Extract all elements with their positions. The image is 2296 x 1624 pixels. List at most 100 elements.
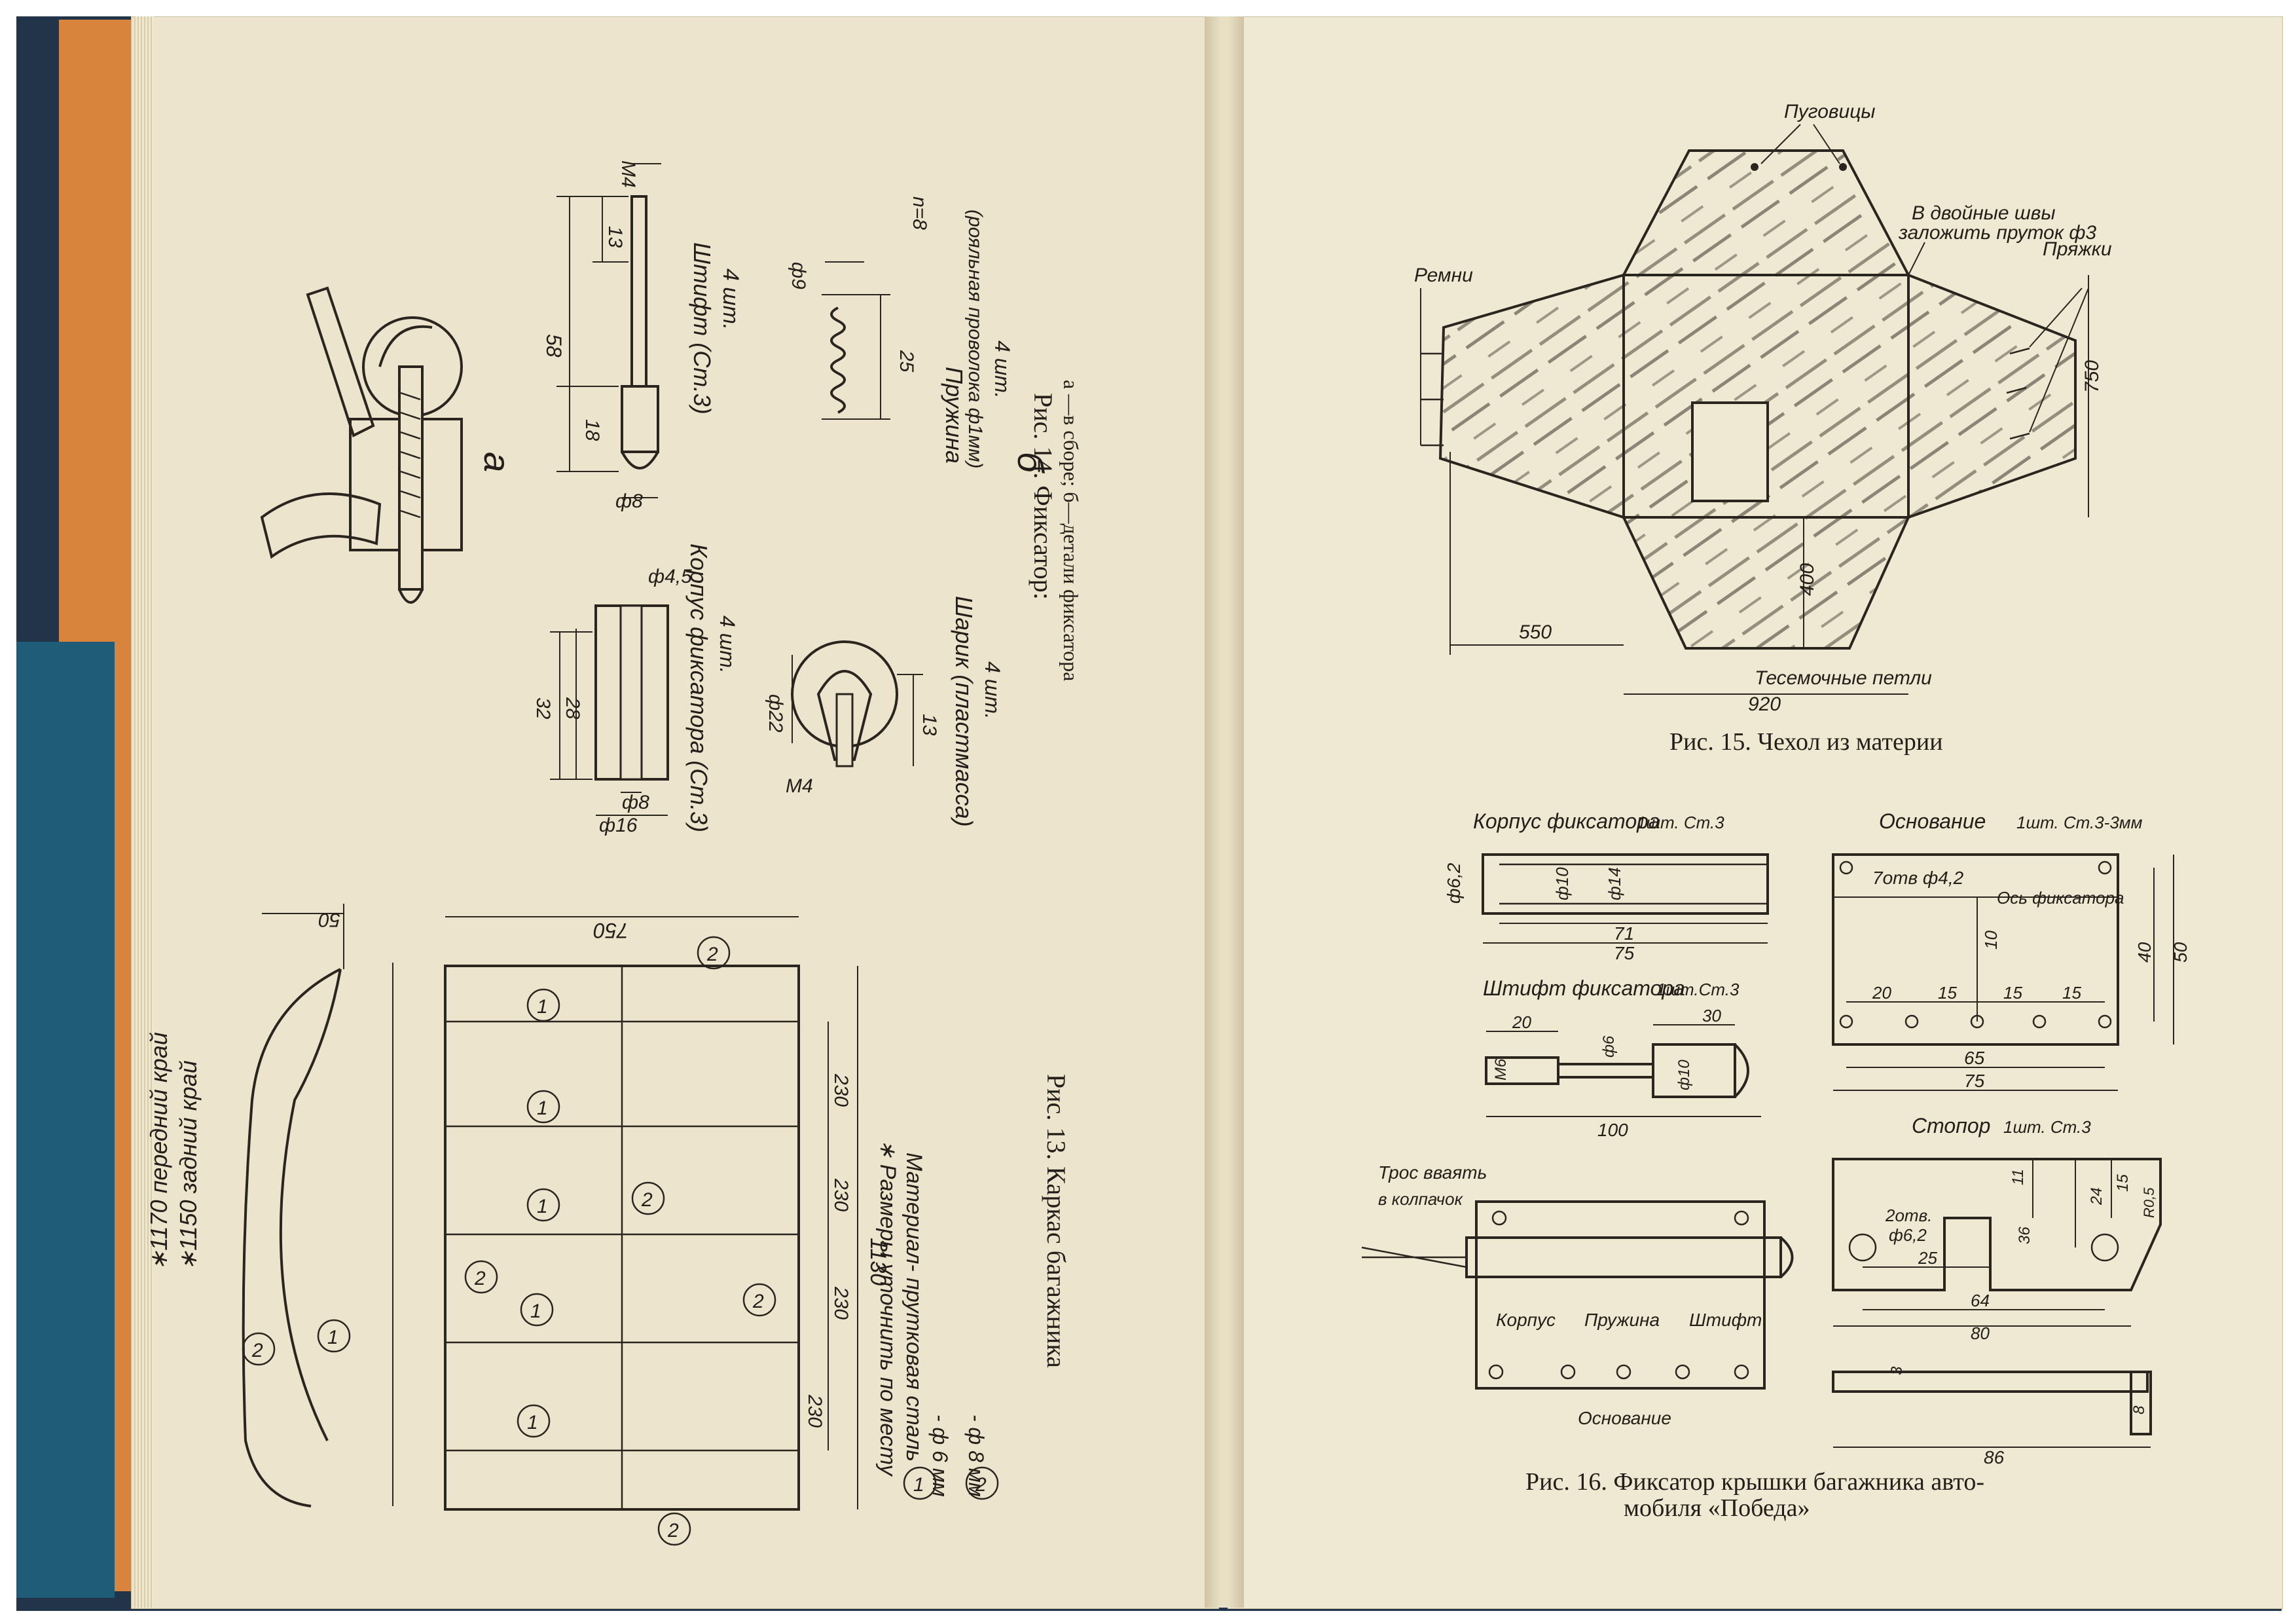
fig13-caption: Рис. 13. Каркас багажника — [1042, 1074, 1071, 1368]
svg-text:230: 230 — [804, 1394, 826, 1428]
svg-text:- ф 8 мм: - ф 8 мм — [964, 1414, 988, 1497]
svg-text:Пуговицы: Пуговицы — [1784, 101, 1875, 122]
svg-text:ф6: ф6 — [1600, 1035, 1618, 1058]
svg-text:920: 920 — [1748, 693, 1781, 715]
svg-text:Ремни: Ремни — [1414, 265, 1473, 286]
fig14-spring: ф9 25 n=8 Пружина (рояльная проволока ф1… — [788, 196, 1014, 469]
svg-text:50: 50 — [318, 909, 340, 931]
svg-text:3: 3 — [1888, 1366, 1906, 1375]
svg-text:ф16: ф16 — [599, 815, 638, 836]
svg-text:2: 2 — [752, 1291, 764, 1312]
svg-text:75: 75 — [1964, 1071, 1985, 1091]
svg-text:∗ Размеры уточнить по месту: ∗ Размеры уточнить по месту — [875, 1139, 900, 1477]
svg-text:Основание: Основание — [1578, 1408, 1671, 1428]
svg-text:1шт. Ст.3-3мм: 1шт. Ст.3-3мм — [2016, 813, 2143, 832]
svg-text:8: 8 — [2130, 1405, 2148, 1414]
svg-text:50: 50 — [2170, 942, 2191, 963]
svg-text:Пружина: Пружина — [941, 367, 968, 464]
svg-text:2: 2 — [706, 944, 718, 965]
svg-text:13: 13 — [604, 226, 626, 248]
fig13-side-view: 50 ∗1170 передний край ∗1150 задний край… — [145, 904, 393, 1507]
fig14-assembly: а — [260, 286, 518, 604]
svg-text:1: 1 — [537, 1196, 548, 1217]
svg-text:100: 100 — [1597, 1120, 1628, 1140]
fig16-base: Основание 1шт. Ст.3-3мм 7отв ф4,2 Ось фи… — [1832, 809, 2191, 1091]
svg-text:(рояльная проволока ф1мм): (рояльная проволока ф1мм) — [964, 210, 986, 469]
svg-text:15: 15 — [1938, 983, 1957, 1003]
svg-text:30: 30 — [1702, 1006, 1721, 1025]
svg-text:2отв.: 2отв. — [1885, 1206, 1932, 1225]
svg-text:15: 15 — [2003, 983, 2022, 1003]
svg-text:28: 28 — [562, 697, 583, 720]
svg-text:1: 1 — [527, 1412, 538, 1433]
fig14-label-a: а — [477, 452, 518, 472]
svg-text:400: 400 — [1796, 563, 1818, 596]
fig13-frame: 750 230 230 230 230 1130 2 1 1 1 2 2 1 2… — [444, 916, 890, 1546]
svg-text:Стопор: Стопор — [1912, 1114, 1990, 1137]
svg-text:ф8: ф8 — [615, 490, 643, 512]
svg-text:- ф 6 мм: - ф 6 мм — [928, 1414, 952, 1497]
fig14-caption: Рис. 14. Фиксатор: — [1029, 393, 1058, 600]
svg-text:R0,5: R0,5 — [2141, 1187, 2157, 1218]
svg-text:ф6,2: ф6,2 — [1444, 862, 1464, 904]
svg-text:2: 2 — [667, 1520, 679, 1541]
svg-text:25: 25 — [1918, 1248, 1937, 1268]
svg-text:заложить пруток ф3: заложить пруток ф3 — [1898, 222, 2096, 244]
svg-text:Тесемочные петли: Тесемочные петли — [1755, 667, 1932, 689]
svg-text:230: 230 — [830, 1073, 852, 1107]
svg-text:Материал- прутковая сталь: Материал- прутковая сталь — [902, 1153, 926, 1462]
svg-text:∗1170 передний край: ∗1170 передний край — [145, 1032, 172, 1270]
svg-text:80: 80 — [1971, 1323, 1990, 1343]
fig16-caption-line2: мобиля «Победа» — [1624, 1494, 1810, 1522]
svg-text:1: 1 — [327, 1327, 338, 1348]
svg-text:ф8: ф8 — [622, 792, 649, 813]
svg-text:Штифт фиксатора: Штифт фиксатора — [1483, 976, 1685, 1000]
svg-text:2: 2 — [975, 1474, 987, 1496]
svg-text:Корпус фиксатора (Ст.3): Корпус фиксатора (Ст.3) — [685, 544, 712, 832]
svg-text:Пружина: Пружина — [1584, 1310, 1660, 1330]
fig14-body: ф4,5 32 28 ф8 ф16 Корпус фиксатора (Ст.3… — [532, 544, 739, 836]
fig14-pin: M4 13 58 18 ф8 Штифт (Ст.3) 4 шт. — [542, 160, 743, 512]
svg-text:86: 86 — [1984, 1447, 2005, 1467]
svg-text:10: 10 — [1981, 931, 2001, 950]
fig15-cover: Пуговицы В двойные швы заложить пруток ф… — [1414, 101, 2112, 756]
fig15-caption: Рис. 15. Чехол из материи — [1669, 728, 1943, 756]
svg-text:ф6,2: ф6,2 — [1889, 1225, 1927, 1245]
svg-text:25: 25 — [896, 350, 917, 373]
svg-text:2: 2 — [641, 1189, 653, 1211]
svg-text:230: 230 — [830, 1286, 852, 1320]
svg-text:ф9: ф9 — [788, 262, 809, 289]
fig14-pin-label: Штифт (Ст.3) — [689, 242, 716, 415]
svg-text:M4: M4 — [786, 775, 813, 797]
svg-text:4 шт.: 4 шт. — [716, 616, 739, 673]
svg-text:ф10: ф10 — [1552, 867, 1572, 900]
fig16-caption-line1: Рис. 16. Фиксатор крышки багажника авто- — [1525, 1468, 1984, 1496]
svg-text:4 шт.: 4 шт. — [991, 341, 1014, 398]
svg-text:2: 2 — [251, 1340, 263, 1361]
svg-text:ф4,5: ф4,5 — [648, 566, 692, 587]
svg-text:Штифт: Штифт — [1689, 1310, 1762, 1330]
svg-text:18: 18 — [581, 419, 603, 441]
svg-text:32: 32 — [532, 697, 554, 720]
svg-text:M4: M4 — [617, 160, 639, 188]
svg-text:1шт. Ст.3: 1шт. Ст.3 — [1637, 813, 1724, 832]
fig14-label-b: б — [1010, 452, 1051, 474]
svg-text:Пряжки: Пряжки — [2043, 238, 2112, 260]
svg-text:в колпачок: в колпачок — [1378, 1189, 1464, 1209]
svg-text:1: 1 — [913, 1474, 924, 1496]
svg-text:64: 64 — [1971, 1291, 1990, 1310]
svg-text:15: 15 — [2062, 983, 2081, 1003]
svg-text:4 шт.: 4 шт. — [718, 268, 743, 330]
svg-text:Ось фиксатора: Ось фиксатора — [1997, 888, 2124, 908]
svg-text:15: 15 — [2114, 1174, 2132, 1192]
svg-text:1шт.Ст.3: 1шт.Ст.3 — [1656, 980, 1740, 999]
svg-text:11: 11 — [2009, 1169, 2027, 1185]
svg-text:Шарик (пластмасса): Шарик (пластмасса) — [951, 596, 977, 827]
svg-text:Трос вваять: Трос вваять — [1378, 1162, 1487, 1183]
svg-text:4 шт.: 4 шт. — [981, 661, 1004, 719]
svg-text:n=8: n=8 — [909, 196, 930, 230]
svg-text:2: 2 — [474, 1268, 486, 1289]
svg-text:13: 13 — [919, 714, 940, 736]
svg-text:75: 75 — [1614, 943, 1635, 963]
svg-text:ф10: ф10 — [1675, 1060, 1693, 1090]
